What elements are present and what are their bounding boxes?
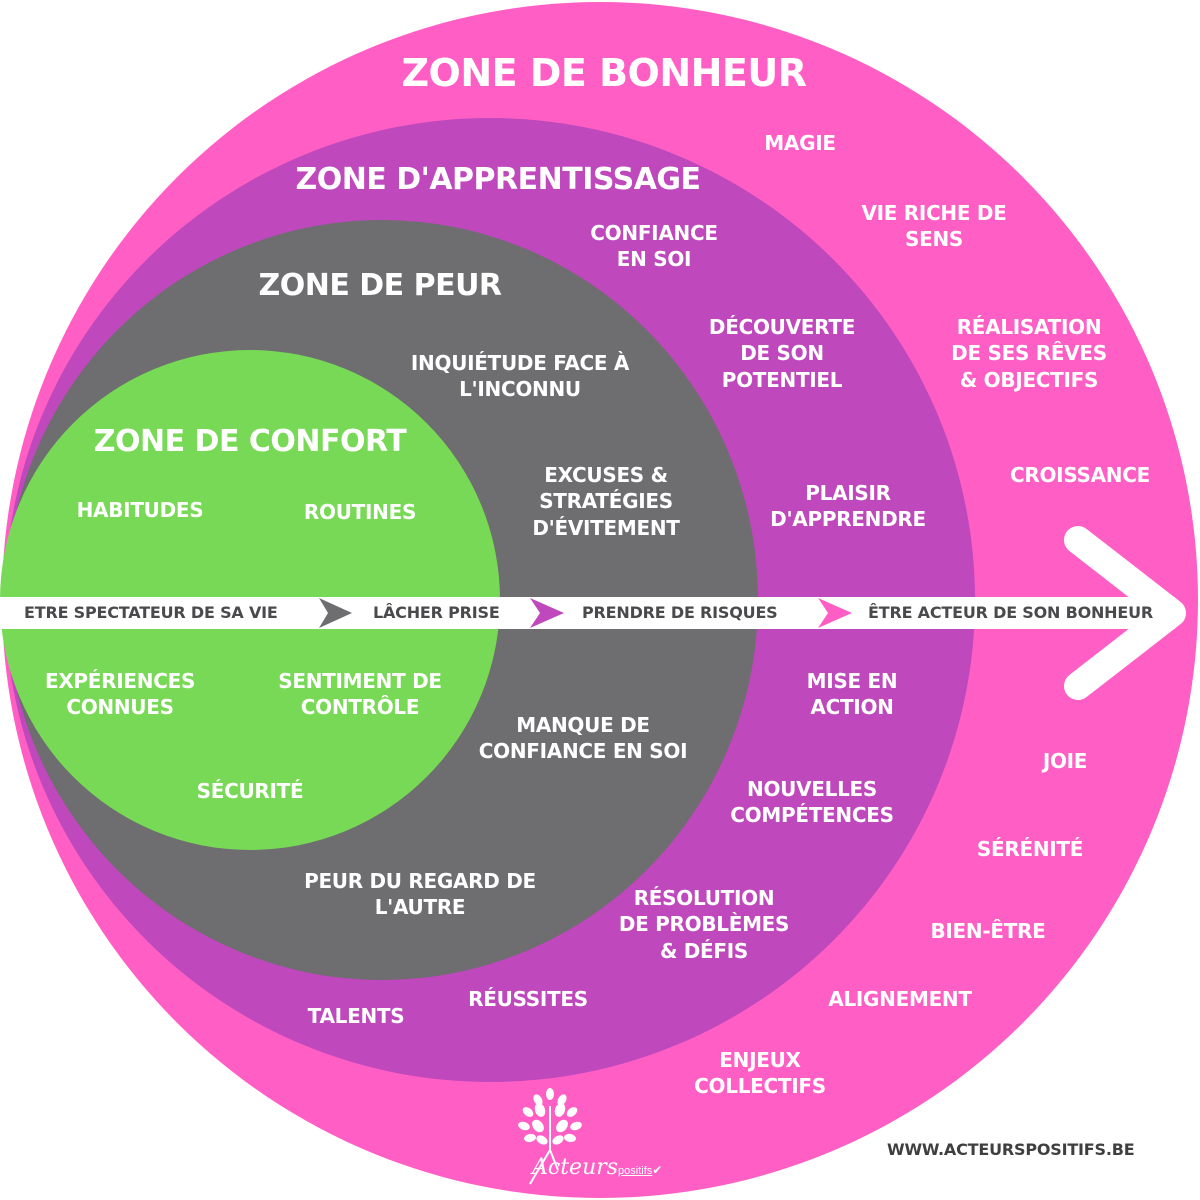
apprentissage-item: PLAISIR D'APPRENDRE <box>770 481 926 532</box>
step-acteur-bonheur: ÊTRE ACTEUR DE SON BONHEUR <box>868 603 1154 622</box>
apprentissage-item: CONFIANCE EN SOI <box>590 221 718 272</box>
peur-item: EXCUSES & STRATÉGIES D'ÉVITEMENT <box>532 463 680 540</box>
apprentissage-item: DÉCOUVERTE DE SON POTENTIEL <box>708 315 856 392</box>
apprentissage-item: MISE EN ACTION <box>806 669 898 720</box>
bonheur-item: MAGIE <box>764 131 836 155</box>
peur-item: MANQUE DE CONFIANCE EN SOI <box>478 713 688 764</box>
bonheur-item: SÉRÉNITÉ <box>976 837 1084 861</box>
apprentissage-item: RÉSOLUTION DE PROBLÈMES & DÉFIS <box>618 886 790 963</box>
bonheur-item: RÉALISATION DE SES RÊVES & OBJECTIFS <box>951 315 1107 392</box>
zone-peur-title: ZONE DE PEUR <box>258 268 502 303</box>
step-lacher-prise: LÂCHER PRISE <box>373 603 500 622</box>
bonheur-item: JOIE <box>1042 749 1088 773</box>
zone-bonheur-title: ZONE DE BONHEUR <box>401 51 807 95</box>
logo-sub: positifs <box>618 1165 653 1177</box>
peur-item: INQUIÉTUDE FACE À L'INCONNU <box>410 351 630 402</box>
confort-item: HABITUDES <box>76 498 204 522</box>
bonheur-item: ENJEUX COLLECTIFS <box>694 1048 826 1099</box>
bonheur-item: BIEN-ÊTRE <box>930 919 1046 943</box>
confort-item: ROUTINES <box>303 500 417 524</box>
checkmark-icon: ✔ <box>652 1163 663 1177</box>
bonheur-item: VIE RICHE DE SENS <box>861 201 1007 252</box>
path-band <box>0 597 1175 629</box>
website-url[interactable]: WWW.ACTEURSPOSITIFS.BE <box>887 1140 1135 1159</box>
confort-item: EXPÉRIENCES CONNUES <box>44 669 196 720</box>
apprentissage-item: NOUVELLES COMPÉTENCES <box>730 777 894 828</box>
bonheur-item: CROISSANCE <box>1010 463 1150 487</box>
apprentissage-item: TALENTS <box>307 1004 405 1028</box>
tree-logo-icon <box>518 1088 582 1185</box>
step-spectateur: ETRE SPECTATEUR DE SA VIE <box>24 603 278 622</box>
zone-confort-title: ZONE DE CONFORT <box>93 424 407 459</box>
confort-item: SENTIMENT DE CONTRÔLE <box>278 669 442 720</box>
bonheur-item: ALIGNEMENT <box>828 987 972 1011</box>
apprentissage-item: RÉUSSITES <box>468 987 588 1011</box>
zone-apprentissage-title: ZONE D'APPRENTISSAGE <box>295 162 701 197</box>
logo-wordmark: Acteurspositifs✔ <box>532 1155 662 1180</box>
confort-item: SÉCURITÉ <box>196 779 304 803</box>
peur-item: PEUR DU REGARD DE L'AUTRE <box>304 869 536 920</box>
logo-main: Acteurs <box>532 1155 619 1180</box>
step-prendre-risques: PRENDRE DE RISQUES <box>582 603 778 622</box>
